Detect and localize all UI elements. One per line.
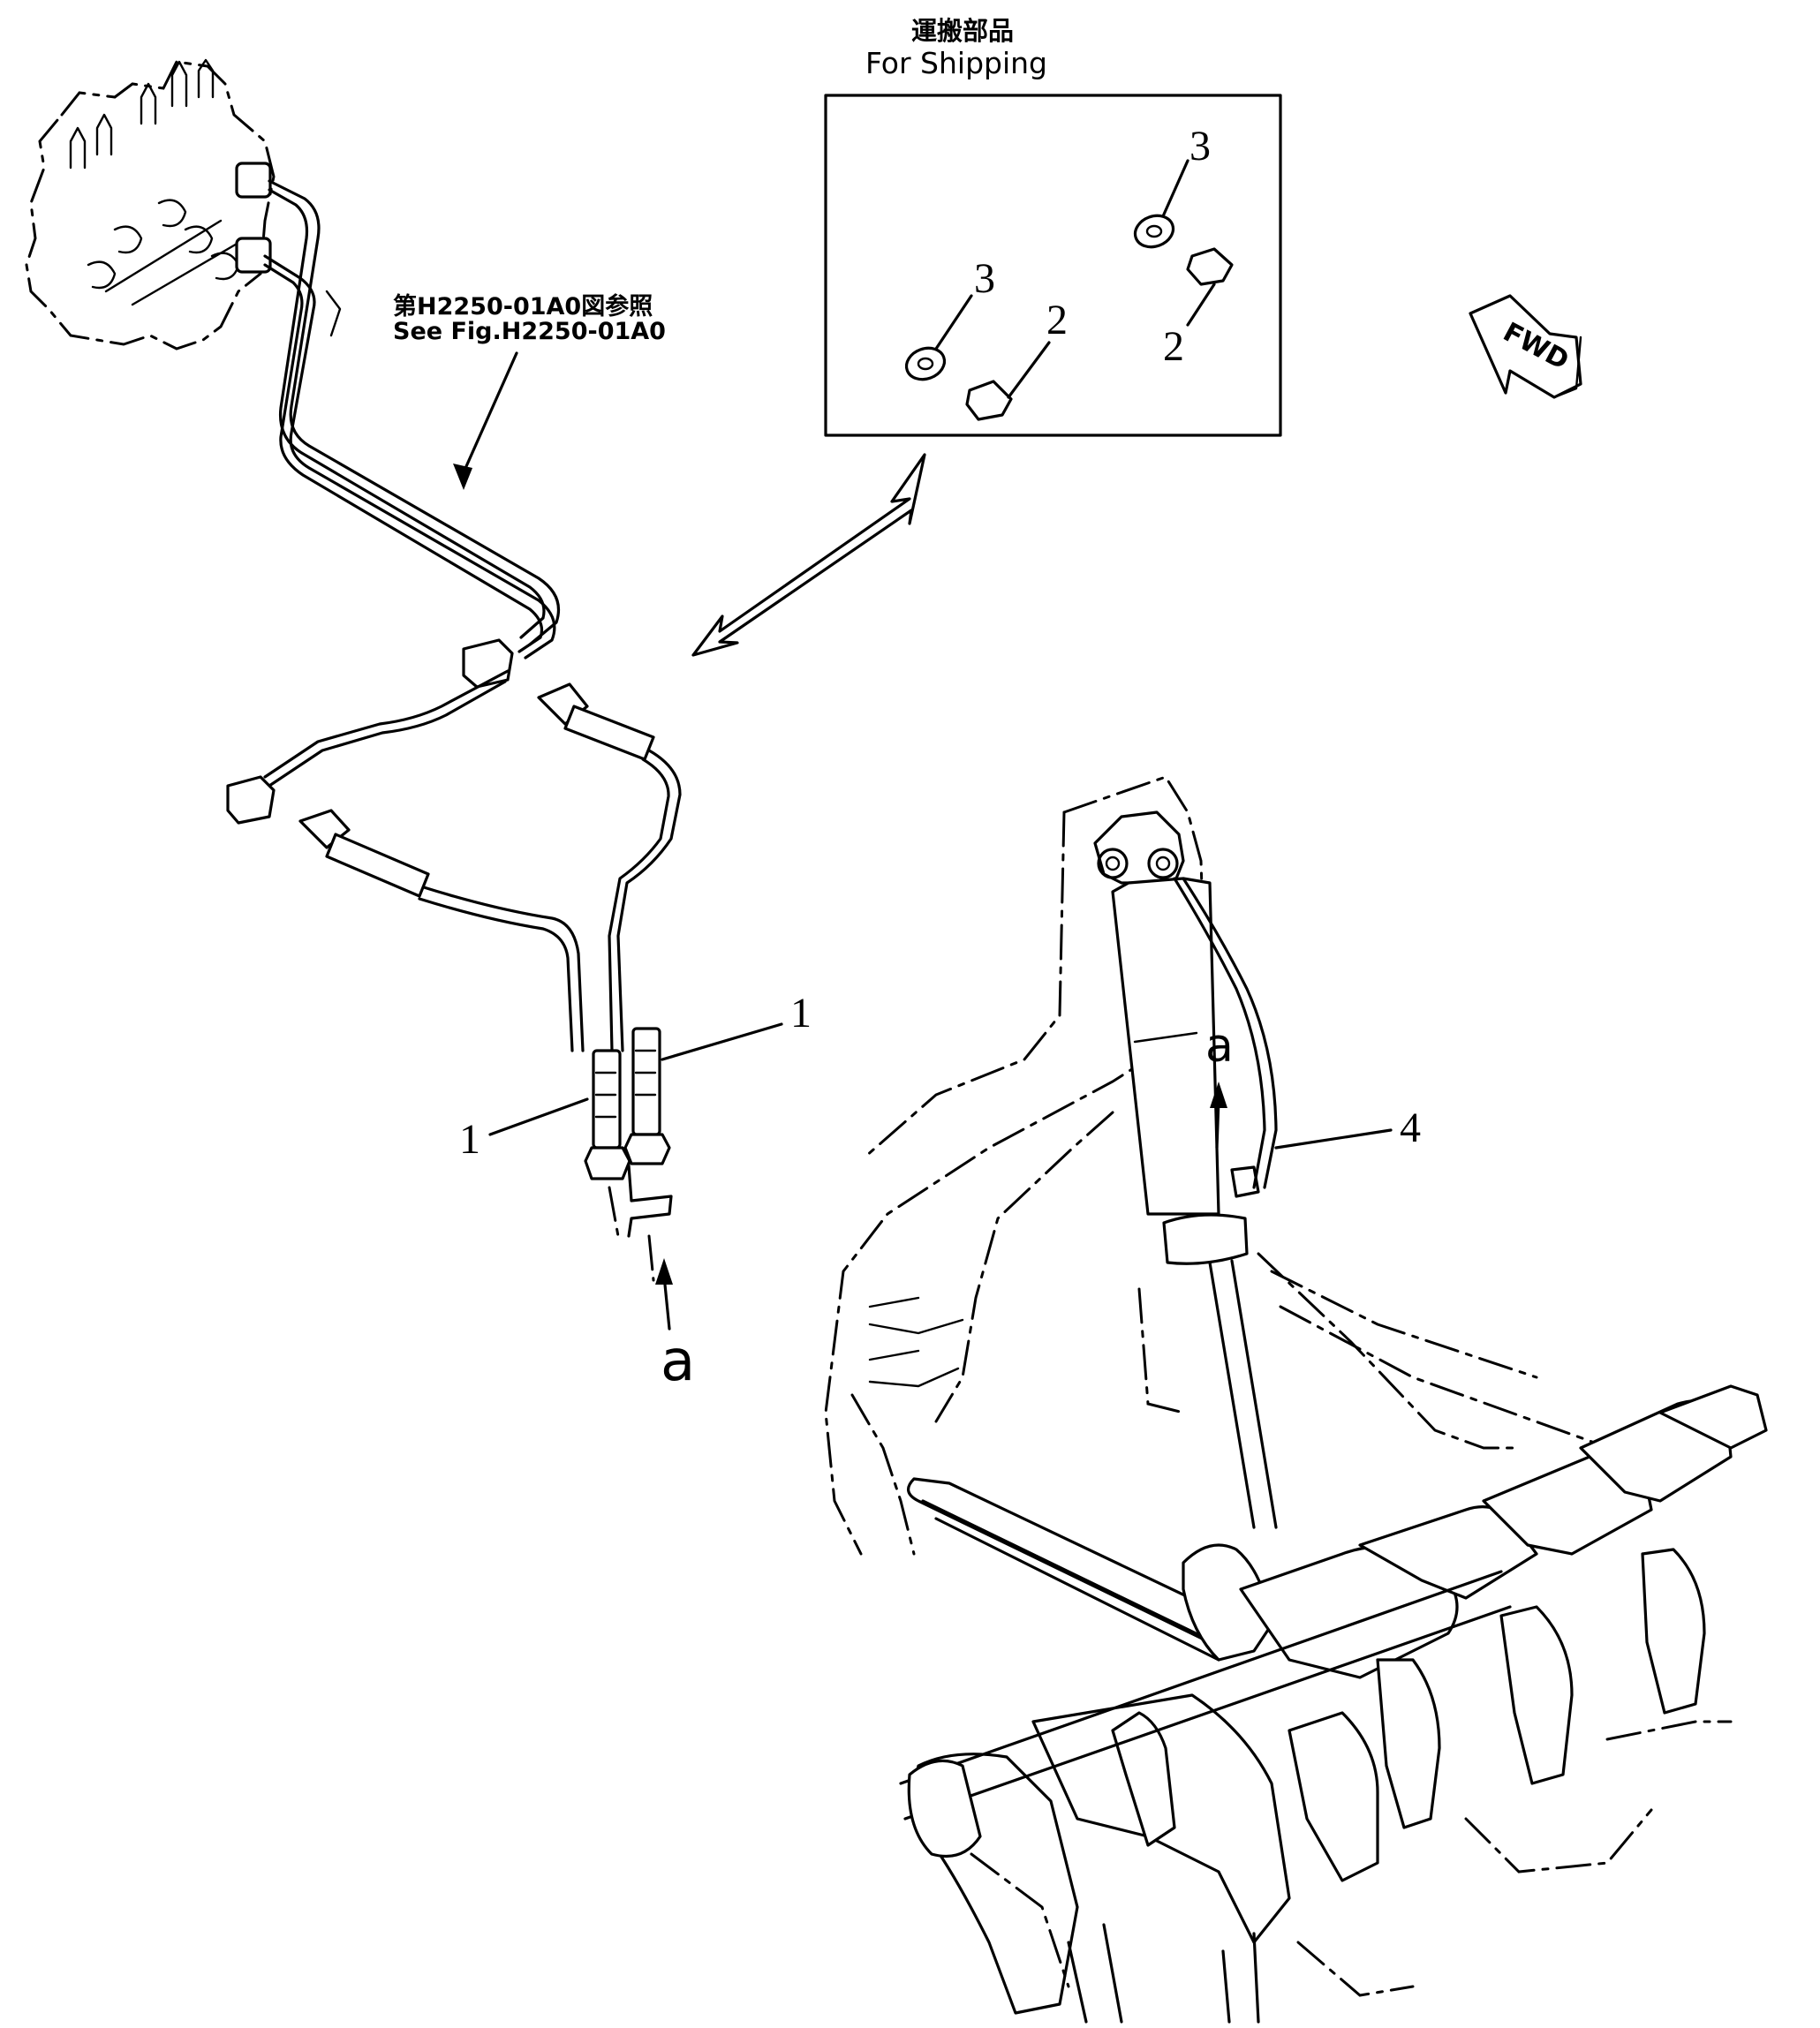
shipping-title-en: For Shipping	[865, 46, 1048, 80]
double-headed-arrow	[691, 453, 926, 657]
reference-leader	[462, 351, 518, 474]
section-letter-a-right: a	[1205, 1020, 1234, 1073]
callout-2-right: 2	[1163, 323, 1184, 370]
direction-arrow-a-left	[655, 1258, 673, 1331]
leader-line-4	[1274, 1128, 1393, 1150]
callout-1-upper: 1	[790, 990, 812, 1037]
fwd-arrow	[1469, 294, 1582, 399]
shipping-box	[824, 94, 1282, 437]
hydraulic-pipes-upper	[263, 179, 561, 660]
callout-2-left: 2	[1046, 297, 1068, 343]
leader-line-1-upper	[661, 1022, 783, 1061]
ripper-assembly	[824, 775, 1768, 2024]
hydraulic-pipes-lower	[226, 638, 682, 1052]
shipping-parts	[904, 159, 1234, 421]
control-valve	[25, 58, 276, 351]
section-letter-a-left: a	[661, 1329, 696, 1394]
callout-3-right: 3	[1189, 123, 1211, 170]
hose-end-fittings	[584, 1027, 673, 1282]
callout-3-left: 3	[974, 255, 995, 302]
callout-4: 4	[1400, 1104, 1421, 1151]
reference-label-en: See Fig.H2250-01A0	[393, 318, 666, 345]
leader-line-1-lower	[488, 1097, 589, 1136]
shipping-title-jp: 運搬部品	[911, 16, 1015, 46]
callout-1-lower: 1	[459, 1116, 480, 1163]
reference-label-jp: 第H2250-01A0図参照	[393, 293, 653, 320]
reference-arrowhead	[453, 464, 472, 490]
